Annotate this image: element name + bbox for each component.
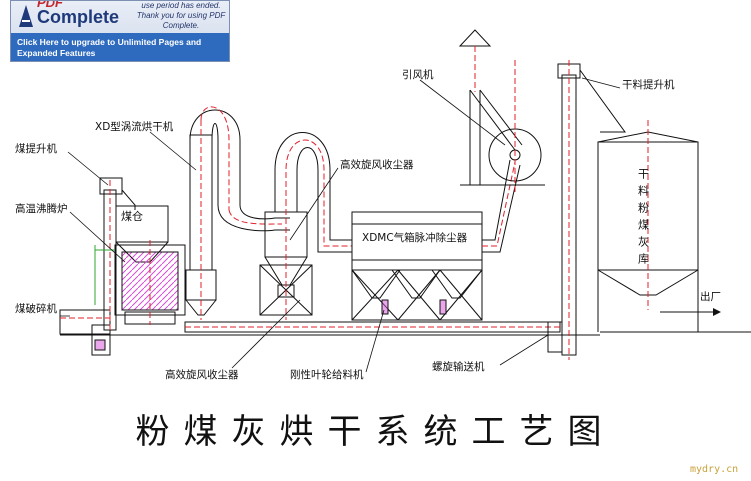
upgrade-link[interactable]: Click Here to upgrade to Unlimited Pages…: [11, 33, 229, 61]
label-induced-fan: 引风机: [402, 68, 434, 81]
coal-elevator: [99, 177, 136, 331]
filter-to-fan-duct: [482, 159, 521, 253]
induced-fan: [458, 29, 545, 195]
label-coal-bin: 煤仓: [121, 209, 143, 223]
hot-furnace: [94, 240, 186, 325]
label-coal-elevator: 煤提升机: [15, 142, 57, 155]
label-cyclone-top: 高效旋风收尘器: [340, 158, 414, 171]
label-hot-furnace: 高温沸腾炉: [15, 202, 68, 215]
label-bag-filter: XDMC气箱脉冲除尘器: [362, 231, 468, 244]
label-dry-elevator: 干料提升机: [622, 78, 675, 91]
coal-crusher: [59, 309, 111, 356]
ground-slab: [60, 331, 751, 336]
leader-lines: [60, 77, 621, 373]
pdf-complete-banner[interactable]: PDF Complete use period has ended. Thank…: [10, 0, 230, 62]
pdf-logo-top: PDF: [37, 0, 63, 10]
silo: [597, 120, 699, 332]
label-exit: 出厂: [700, 290, 721, 303]
trial-message: use period has ended. Thank you for usin…: [136, 1, 226, 30]
diagram-title: 粉煤灰烘干系统工艺图: [135, 412, 616, 452]
dry-elevator: [557, 60, 626, 360]
pdf-logo-icon: [17, 3, 35, 29]
label-cyclone-bottom: 高效旋风收尘器: [165, 368, 239, 381]
label-turbo-dryer: XD型涡流烘干机: [95, 120, 174, 133]
label-silo: 干料粉煤灰库: [637, 168, 650, 270]
cyclone-collector: [259, 200, 313, 320]
cyclone-duct: [217, 204, 290, 232]
label-screw-conveyor: 螺旋输送机: [432, 360, 485, 373]
label-rotary-feeder: 刚性叶轮给料机: [290, 368, 364, 381]
watermark: mydry.cn: [690, 464, 739, 475]
cyclone-to-filter-duct: [274, 132, 352, 253]
label-coal-crusher: 煤破碎机: [15, 302, 57, 315]
pdf-logo-text: Complete: [37, 7, 120, 27]
turbo-dryer: [185, 106, 241, 320]
bag-filter: [351, 211, 483, 321]
